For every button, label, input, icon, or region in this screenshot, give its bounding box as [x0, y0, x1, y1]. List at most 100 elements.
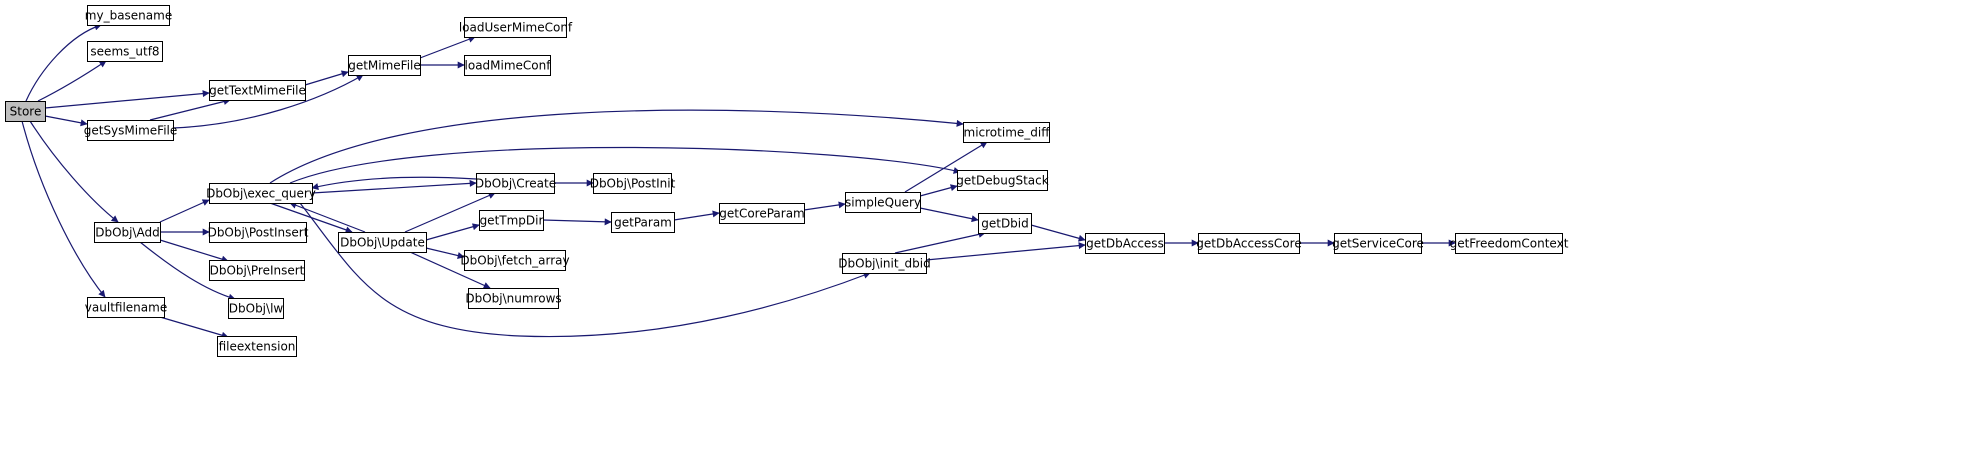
node-getDbAccessCore[interactable]: getDbAccessCore [1196, 233, 1302, 254]
node-box-loadMimeConf[interactable] [464, 55, 551, 76]
edge-store-to-dbobj_add [29, 120, 119, 223]
node-dbobj_exec_query[interactable]: DbObj\exec_query [206, 183, 316, 204]
edge-store-to-getTextMimeFile [44, 90, 210, 109]
node-microtime_diff[interactable]: microtime_diff [963, 122, 1051, 143]
node-box-dbobj_fetch_array[interactable] [464, 250, 566, 271]
node-dbobj_create[interactable]: DbObj\Create [475, 173, 556, 194]
node-box-simpleQuery[interactable] [845, 192, 921, 213]
node-box-getCoreParam[interactable] [719, 203, 805, 224]
node-dbobj_preinsert[interactable]: DbObj\PreInsert [209, 260, 305, 281]
node-dbobj_add[interactable]: DbObj\Add [94, 222, 161, 243]
node-getDbAccess[interactable]: getDbAccess [1085, 233, 1165, 254]
node-getTmpDir[interactable]: getTmpDir [479, 210, 544, 231]
edge-dbobj_init_dbid-to-getDbid [894, 230, 986, 254]
edge-dbobj_init_dbid-to-getDbAccess [925, 242, 1086, 261]
node-box-dbobj_numrows[interactable] [468, 288, 559, 309]
node-label-dbobj_preinsert: DbObj\PreInsert [210, 264, 305, 278]
node-vaultfilename[interactable]: vaultfilename [85, 297, 167, 318]
node-box-dbobj_update[interactable] [338, 232, 427, 253]
edge-dbobj_add-to-dbobj_lw [139, 241, 236, 301]
node-dbobj_numrows[interactable]: DbObj\numrows [465, 288, 562, 309]
node-getSysMimeFile[interactable]: getSysMimeFile [84, 120, 178, 141]
node-dbobj_fetch_array[interactable]: DbObj\fetch_array [460, 250, 570, 271]
edge-dbobj_exec_query-to-dbobj_create [311, 179, 477, 194]
node-getTextMimeFile[interactable]: getTextMimeFile [209, 80, 306, 101]
edge-dbobj_create-to-dbobj_exec_query [311, 176, 477, 190]
node-box-store[interactable] [5, 101, 46, 122]
node-dbobj_postinit[interactable]: DbObj\PostInit [590, 173, 676, 194]
node-box-dbobj_preinsert[interactable] [209, 260, 305, 281]
node-label-getTmpDir: getTmpDir [480, 214, 544, 228]
node-label-getMimeFile: getMimeFile [348, 59, 421, 73]
edge-dbobj_update-to-dbobj_fetch_array [425, 247, 465, 259]
node-box-dbobj_exec_query[interactable] [209, 183, 313, 204]
node-box-getTextMimeFile[interactable] [209, 80, 306, 101]
edge-dbobj_exec_query-to-dbobj_init_dbid [299, 202, 871, 338]
node-getCoreParam[interactable]: getCoreParam [719, 203, 805, 224]
node-box-dbobj_lw[interactable] [228, 298, 284, 319]
node-label-getParam: getParam [614, 216, 672, 230]
node-label-dbobj_update: DbObj\Update [340, 236, 425, 250]
node-dbobj_init_dbid[interactable]: DbObj\init_dbid [838, 253, 931, 274]
node-getServiceCore[interactable]: getServiceCore [1332, 233, 1424, 254]
node-store[interactable]: Store [5, 101, 46, 122]
edge-getMimeFile-to-loadUserMimeConf [419, 35, 476, 59]
node-label-getDbAccess: getDbAccess [1086, 237, 1164, 251]
node-box-getDebugStack[interactable] [957, 170, 1048, 191]
edge-dbobj_update-to-getTmpDir [425, 223, 480, 241]
node-box-vaultfilename[interactable] [87, 297, 165, 318]
node-box-seems_utf8[interactable] [87, 41, 163, 62]
node-getMimeFile[interactable]: getMimeFile [348, 55, 421, 76]
edge-dbobj_update-to-dbobj_numrows [409, 251, 491, 289]
node-box-getSysMimeFile[interactable] [87, 120, 174, 141]
edge-store-to-my_basename [25, 23, 102, 102]
node-box-dbobj_create[interactable] [476, 173, 555, 194]
node-dbobj_update[interactable]: DbObj\Update [338, 232, 427, 253]
node-label-vaultfilename: vaultfilename [85, 301, 167, 315]
node-loadUserMimeConf[interactable]: loadUserMimeConf [459, 17, 573, 38]
node-fileextension[interactable]: fileextension [217, 336, 297, 357]
edge-store-to-seems_utf8 [37, 60, 107, 102]
node-label-dbobj_add: DbObj\Add [95, 226, 160, 240]
node-box-dbobj_init_dbid[interactable] [842, 253, 927, 274]
node-box-dbobj_add[interactable] [94, 222, 161, 243]
node-box-getDbAccessCore[interactable] [1198, 233, 1300, 254]
node-label-getServiceCore: getServiceCore [1332, 237, 1424, 251]
node-box-getServiceCore[interactable] [1334, 233, 1422, 254]
node-label-dbobj_postinit: DbObj\PostInit [590, 177, 676, 191]
node-getFreedomContext[interactable]: getFreedomContext [1450, 233, 1569, 254]
node-box-getParam[interactable] [611, 212, 675, 233]
node-box-getDbAccess[interactable] [1085, 233, 1165, 254]
node-simpleQuery[interactable]: simpleQuery [845, 192, 921, 213]
node-getParam[interactable]: getParam [611, 212, 675, 233]
node-box-microtime_diff[interactable] [963, 122, 1050, 143]
node-label-simpleQuery: simpleQuery [845, 196, 921, 210]
node-label-getFreedomContext: getFreedomContext [1450, 237, 1569, 251]
node-getDbid[interactable]: getDbid [978, 213, 1032, 234]
node-box-dbobj_postinsert[interactable] [209, 222, 307, 243]
node-dbobj_lw[interactable]: DbObj\lw [228, 298, 284, 319]
node-label-dbobj_exec_query: DbObj\exec_query [206, 187, 316, 201]
node-loadMimeConf[interactable]: loadMimeConf [464, 55, 552, 76]
node-box-my_basename[interactable] [87, 5, 170, 26]
node-label-getTextMimeFile: getTextMimeFile [209, 84, 306, 98]
node-getDebugStack[interactable]: getDebugStack [956, 170, 1049, 191]
node-my_basename[interactable]: my_basename [85, 5, 172, 26]
node-box-getDbid[interactable] [978, 213, 1032, 234]
node-label-getSysMimeFile: getSysMimeFile [84, 124, 178, 138]
edge-getParam-to-getCoreParam [673, 210, 720, 221]
edge-dbobj_exec_query-to-getDebugStack [289, 146, 961, 184]
node-box-dbobj_postinit[interactable] [593, 173, 672, 194]
node-box-getMimeFile[interactable] [348, 55, 421, 76]
node-seems_utf8[interactable]: seems_utf8 [87, 41, 163, 62]
node-label-seems_utf8: seems_utf8 [90, 45, 159, 59]
edge-getSysMimeFile-to-getMimeFile [172, 74, 364, 129]
node-box-loadUserMimeConf[interactable] [464, 17, 567, 38]
edge-getSysMimeFile-to-getTextMimeFile [149, 98, 231, 121]
node-box-getFreedomContext[interactable] [1455, 233, 1563, 254]
edge-store-to-getSysMimeFile [44, 115, 88, 127]
node-box-fileextension[interactable] [217, 336, 297, 357]
node-box-getTmpDir[interactable] [479, 210, 544, 231]
node-dbobj_postinsert[interactable]: DbObj\PostInsert [208, 222, 309, 243]
